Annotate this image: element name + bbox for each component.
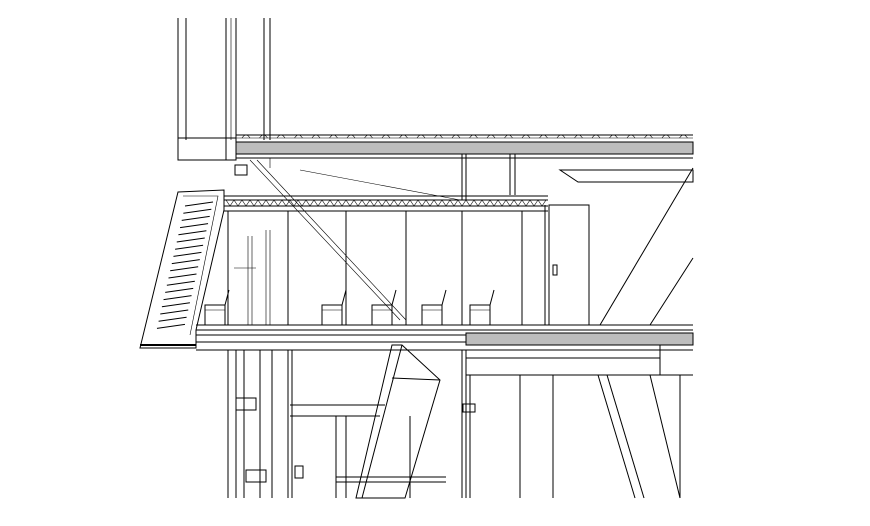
lower-structure bbox=[227, 344, 476, 499]
interior-room bbox=[227, 204, 590, 326]
chair bbox=[469, 289, 495, 325]
roof-corrugation bbox=[241, 134, 688, 139]
chair bbox=[371, 289, 397, 325]
roof-slab bbox=[235, 134, 694, 168]
roof-hangers bbox=[234, 154, 516, 321]
right-structure bbox=[519, 167, 694, 499]
chair bbox=[421, 289, 447, 325]
chair bbox=[321, 289, 347, 325]
floor-slab bbox=[196, 324, 694, 376]
chairs bbox=[204, 289, 495, 325]
chair bbox=[204, 289, 230, 325]
facade-cladding bbox=[139, 189, 225, 349]
upper-column bbox=[177, 18, 271, 161]
facade-louvers bbox=[156, 201, 214, 329]
floor-truss bbox=[224, 195, 548, 212]
truss-web bbox=[225, 199, 547, 207]
